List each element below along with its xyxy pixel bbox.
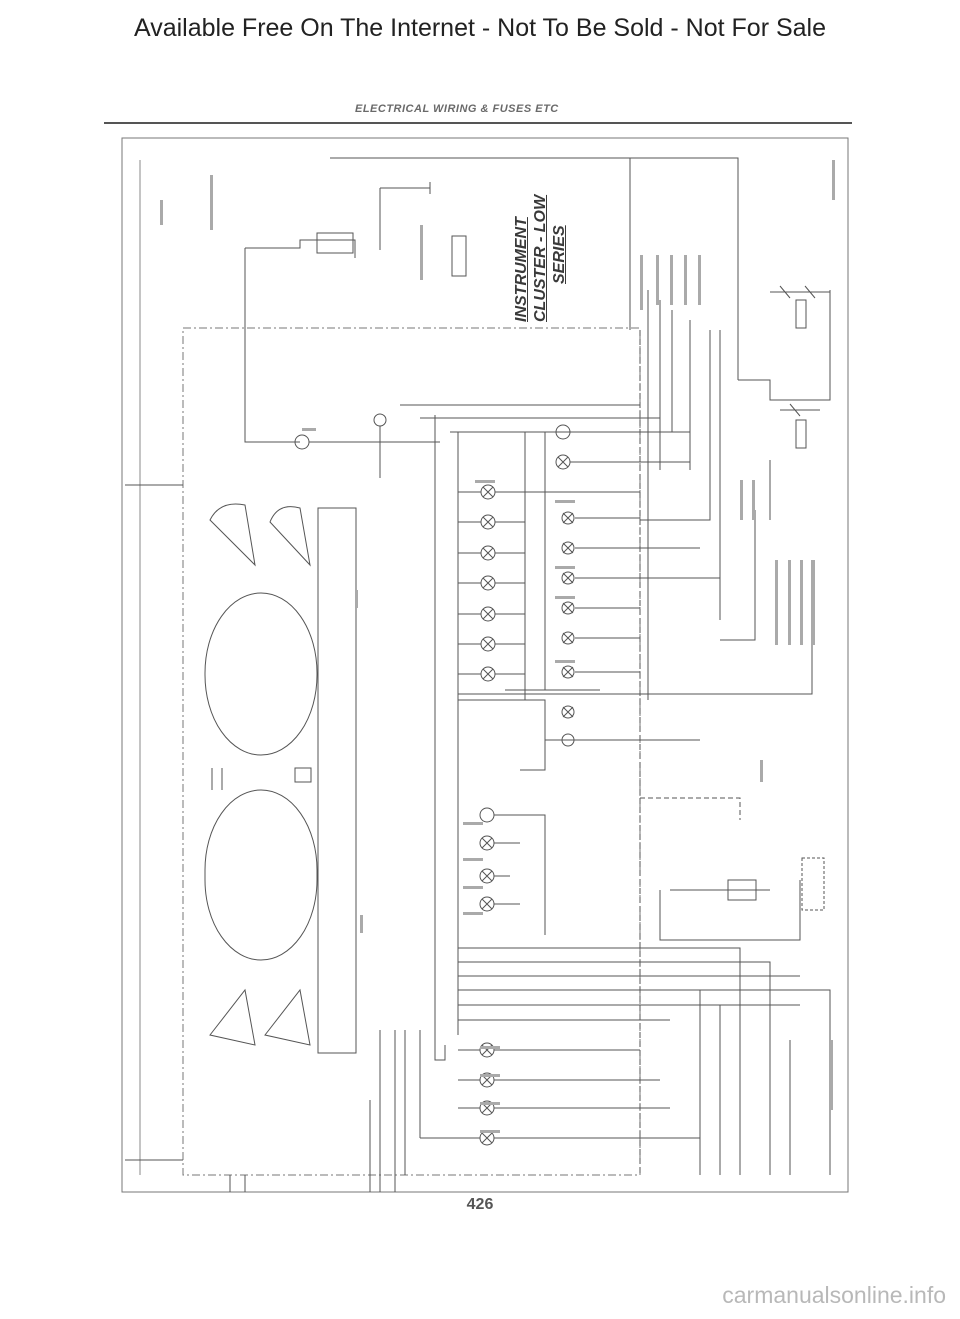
section-header: ELECTRICAL WIRING & FUSES ETC [355,103,559,115]
resistor-top [451,235,467,277]
lamp-column-right [555,424,575,747]
title-line-2: CLUSTER - LOW [532,194,549,322]
relay-box [316,232,354,254]
gauge-upper-right [269,506,311,567]
diagram-frame [121,137,849,1193]
instrument-module [317,507,357,1054]
top-bus [330,157,739,380]
title-line-1: INSTRUMENT [513,217,530,322]
ground-boundary [182,327,641,1176]
title-line-3: SERIES [551,225,568,284]
module-bar [294,767,312,783]
page-number: 426 [466,1196,494,1213]
site-watermark: carmanualsonline.info [722,1282,946,1308]
left-loop [244,248,300,443]
label-marks [160,160,835,1133]
gauge-oval-1 [204,592,318,756]
relay-right [770,285,830,299]
gauge-lower-left [209,988,256,1046]
lamp-column-left [480,484,496,682]
gauge-upper-left [209,503,256,567]
header-rule [104,122,852,124]
gauge-oval-2 [204,789,318,961]
gauge-lower-right [264,988,311,1046]
sensor-box [801,857,825,911]
distribution-banner: Available Free On The Internet - Not To … [133,14,827,42]
resistor-bottom [727,879,757,901]
instrument-cluster-title: INSTRUMENT CLUSTER - LOW SERIES [512,132,596,322]
ground-top [380,182,431,194]
